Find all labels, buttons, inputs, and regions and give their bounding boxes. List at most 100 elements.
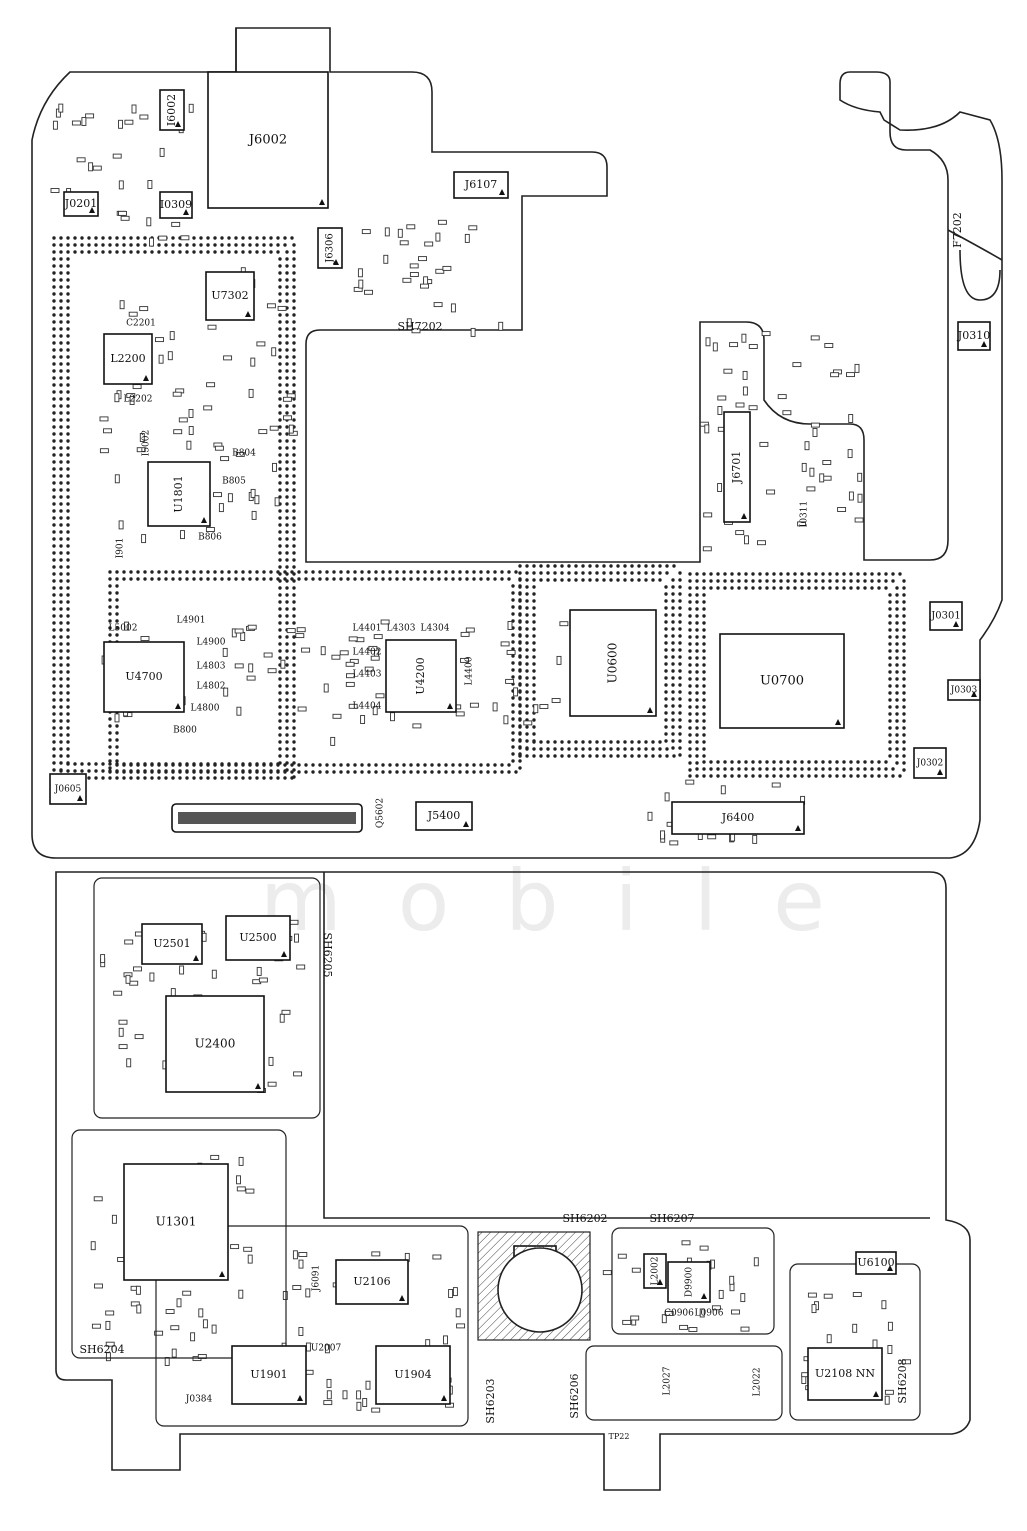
component-label-l0906: L0906 xyxy=(695,1309,724,1319)
bga-ball xyxy=(479,770,483,774)
bga-ball xyxy=(525,578,529,582)
passive-pad xyxy=(420,283,429,289)
bga-ball xyxy=(136,577,140,581)
bga-ball xyxy=(849,579,853,583)
bga-ball xyxy=(779,572,783,576)
passive-pad xyxy=(830,372,840,378)
bga-ball xyxy=(877,767,881,771)
bga-ball xyxy=(285,369,289,373)
bga-ball xyxy=(285,264,289,268)
bga-ball xyxy=(108,236,112,240)
bga-ball xyxy=(546,747,550,751)
bga-ball xyxy=(581,564,585,568)
bga-ball xyxy=(395,577,399,581)
passive-pad xyxy=(100,954,106,964)
bga-ball xyxy=(716,767,720,771)
bga-ball xyxy=(730,760,734,764)
passive-pad xyxy=(236,1175,241,1185)
passive-pad xyxy=(735,402,745,408)
bga-ball xyxy=(115,619,119,623)
bga-ball xyxy=(234,577,238,581)
component-body-u0600 xyxy=(569,609,657,717)
bga-ball xyxy=(695,642,699,646)
bga-ball xyxy=(702,586,706,590)
passive-pad xyxy=(383,254,389,264)
passive-pad xyxy=(685,779,695,785)
bga-ball xyxy=(66,607,70,611)
bga-ball xyxy=(807,760,811,764)
bga-ball xyxy=(157,763,161,767)
component-j5400: J5400 xyxy=(415,801,473,831)
bga-ball xyxy=(150,763,154,767)
passive-pad xyxy=(602,1270,612,1276)
bga-ball xyxy=(737,767,741,771)
passive-pad xyxy=(114,713,120,723)
bga-ball xyxy=(637,740,641,744)
bga-ball xyxy=(285,754,289,758)
bga-ball xyxy=(52,628,56,632)
bga-ball xyxy=(644,578,648,582)
passive-pad xyxy=(180,530,185,540)
bga-ball xyxy=(59,502,63,506)
bga-ball xyxy=(849,586,853,590)
bga-ball xyxy=(285,544,289,548)
passive-pad xyxy=(324,1344,330,1354)
bga-ball xyxy=(877,572,881,576)
bga-ball xyxy=(451,570,455,574)
bga-ball xyxy=(52,348,56,352)
bga-ball xyxy=(59,306,63,310)
bga-ball xyxy=(664,592,668,596)
bga-ball xyxy=(888,691,892,695)
passive-pad xyxy=(742,370,748,380)
passive-pad xyxy=(397,228,403,238)
bga-ball xyxy=(898,774,902,778)
bga-ball xyxy=(730,767,734,771)
passive-pad xyxy=(712,342,718,352)
bga-ball xyxy=(129,250,133,254)
component-label-j0201: J0201 xyxy=(64,197,97,210)
bga-ball xyxy=(870,579,874,583)
bga-ball xyxy=(518,766,522,770)
bga-ball xyxy=(511,710,515,714)
component-label-j6306: J6306 xyxy=(325,233,336,263)
bga-ball xyxy=(108,619,112,623)
bga-ball xyxy=(66,320,70,324)
bga-ball xyxy=(671,746,675,750)
bga-ball xyxy=(255,577,259,581)
component-label-u2501: U2501 xyxy=(153,937,190,950)
bga-ball xyxy=(842,760,846,764)
bga-ball xyxy=(664,704,668,708)
passive-pad xyxy=(705,337,711,347)
bga-ball xyxy=(800,586,804,590)
bga-ball xyxy=(567,578,571,582)
bga-ball xyxy=(849,774,853,778)
passive-pad xyxy=(470,327,476,337)
passive-pad xyxy=(298,1259,304,1269)
component-l0906: L0906 xyxy=(695,1309,724,1319)
bga-ball xyxy=(292,530,296,534)
passive-pad xyxy=(884,1389,894,1395)
bga-ball xyxy=(451,577,455,581)
passive-pad xyxy=(740,1293,746,1303)
passive-pad xyxy=(169,331,175,341)
bga-ball xyxy=(143,236,147,240)
bga-ball xyxy=(500,577,504,581)
bga-ball xyxy=(278,726,282,730)
bga-ball xyxy=(285,670,289,674)
bga-ball xyxy=(94,243,98,247)
bga-ball xyxy=(52,523,56,527)
bga-ball xyxy=(66,509,70,513)
bga-ball xyxy=(87,762,91,766)
bga-ball xyxy=(283,770,287,774)
pin1-marker xyxy=(647,707,653,713)
bga-ball xyxy=(278,586,282,590)
bga-ball xyxy=(902,747,906,751)
component-label-j6701: J6701 xyxy=(730,451,743,484)
bga-ball xyxy=(716,586,720,590)
passive-pad xyxy=(254,495,260,505)
bga-ball xyxy=(664,613,668,617)
bga-ball xyxy=(283,776,287,780)
bga-ball xyxy=(52,341,56,345)
bga-ball xyxy=(525,711,529,715)
